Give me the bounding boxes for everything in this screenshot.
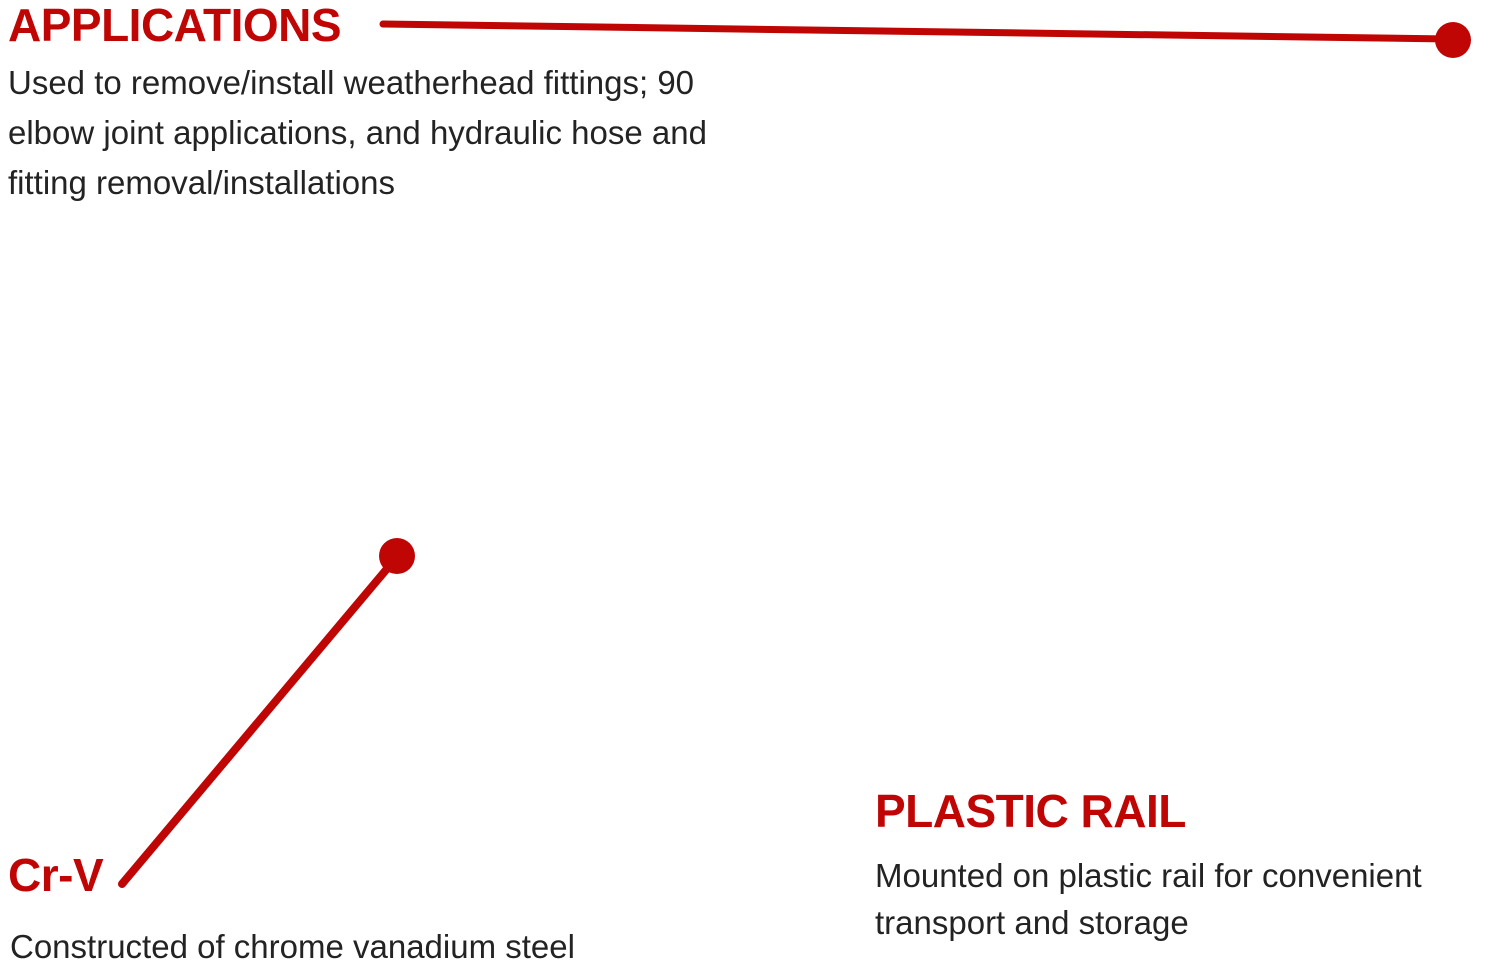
applications-description: Used to remove/install weatherhead fitti… xyxy=(8,58,828,208)
applications-leader-dot xyxy=(1435,22,1471,58)
crv-title: Cr-V xyxy=(8,849,104,901)
applications-description-line: Used to remove/install weatherhead fitti… xyxy=(8,64,695,101)
applications-description-line: elbow joint applications, and hydraulic … xyxy=(8,114,707,151)
applications-title: APPLICATIONS xyxy=(8,0,342,51)
applications-leader-line xyxy=(379,20,1454,43)
plastic-rail-description: Mounted on plastic rail for convenient t… xyxy=(875,852,1500,946)
crv-leader-line xyxy=(118,554,400,888)
crv-description: Constructed of chrome vanadium steel xyxy=(10,922,710,962)
plastic-rail-description-line: transport and storage xyxy=(875,904,1189,941)
crv-leader-dot xyxy=(379,538,415,574)
plastic-rail-title: PLASTIC RAIL xyxy=(875,785,1186,837)
crv-description-line: Constructed of chrome vanadium steel xyxy=(10,928,575,962)
plastic-rail-description-line: Mounted on plastic rail for convenient xyxy=(875,857,1422,894)
applications-description-line: fitting removal/installations xyxy=(8,164,396,201)
